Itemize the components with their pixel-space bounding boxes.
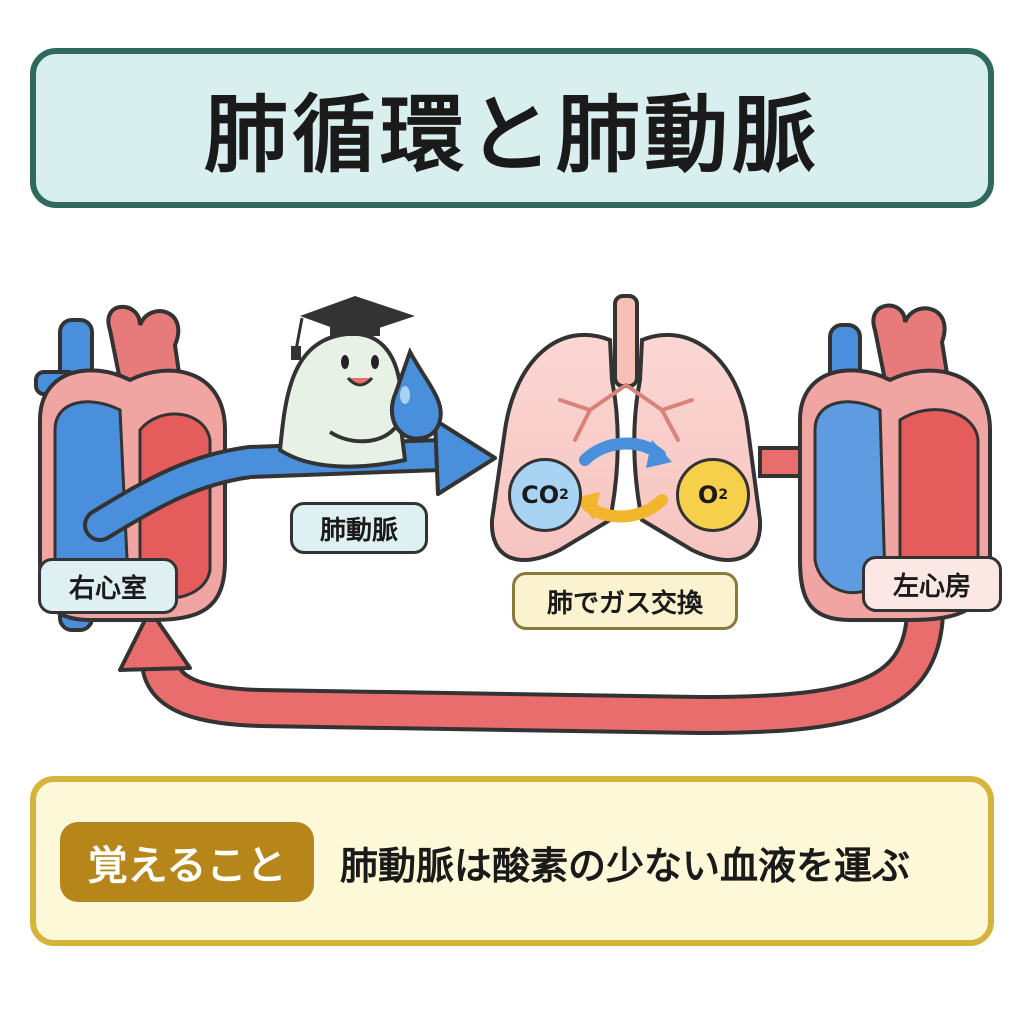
co2-symbol: CO [521, 481, 560, 509]
co2-subscript: 2 [559, 487, 569, 503]
exchange-arrows-icon [574, 437, 672, 523]
label-left-atrium: 左心房 [862, 556, 1002, 612]
label-lung-exchange: 肺でガス交換 [512, 572, 738, 630]
mascot-icon [277, 331, 408, 469]
label-right-ventricle: 右心室 [38, 558, 178, 614]
pulmonary-flow-arrow [83, 418, 497, 542]
memo-badge: 覚えること [60, 822, 314, 902]
o2-symbol: O [697, 481, 719, 509]
memo-text: 肺動脈は酸素の少ない血液を運ぶ [340, 843, 911, 888]
label-pulmonary-artery: 肺動脈 [290, 502, 428, 554]
return-flow-arrow [118, 595, 945, 736]
o2-subscript: 2 [718, 487, 729, 503]
water-drop-icon [389, 347, 443, 441]
title-banner: 肺循環と肺動脈 [30, 48, 994, 208]
graduation-cap-icon [291, 296, 415, 360]
page-title: 肺循環と肺動脈 [203, 85, 820, 184]
